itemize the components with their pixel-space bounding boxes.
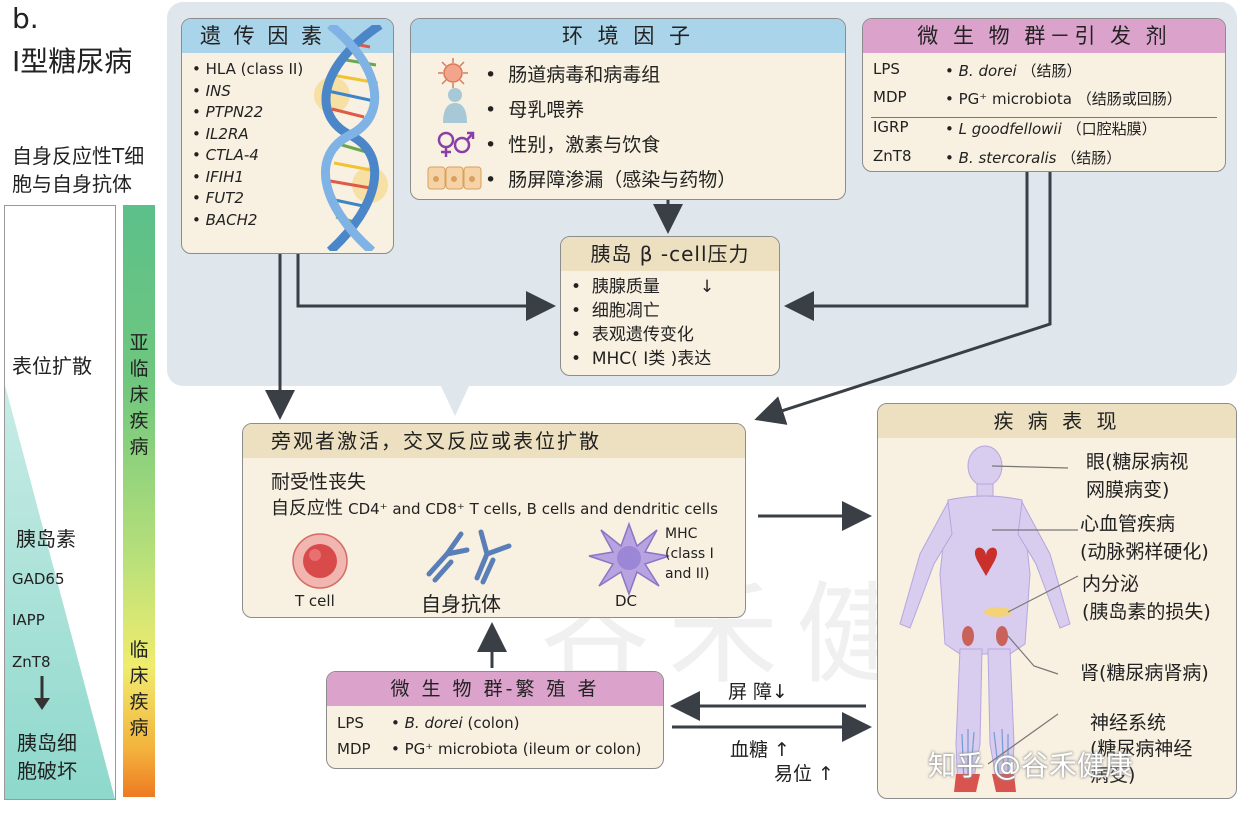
bystander-title: 旁观者激活，交叉反应或表位扩散: [243, 424, 745, 458]
subclinical-char: 床: [129, 384, 149, 406]
beta-cell-stress-title: 胰岛 β -cell压力: [561, 237, 779, 271]
zhihu-watermark: 知乎 @谷禾健康: [928, 749, 1133, 782]
kidney-complication: 肾(糖尿病肾病): [1080, 662, 1209, 684]
microbiota-colonize-box: 微 生 物 群-繁 殖 者 LPS • B. dorei (colon) MDP…: [326, 671, 664, 769]
trigger-organism: • L goodfellowii （口腔粘膜）: [945, 120, 1157, 138]
trigger-abbr: LPS: [873, 60, 900, 78]
barrier-label: 屏 障↓: [728, 681, 788, 703]
bystander-activation-box: 旁观者激活，交叉反应或表位扩散 耐受性丧失 自反应性 CD4⁺ and CD8⁺…: [242, 423, 746, 618]
gene-item: • PTPN22: [192, 103, 264, 121]
microbiota-trigger-title: 微 生 物 群－引 发 剂: [863, 19, 1225, 53]
marker-znt8: ZnT8: [12, 653, 51, 671]
environment-item: • 肠道病毒和病毒组: [485, 64, 661, 86]
dendritic-cell-icon: [588, 521, 670, 596]
disease-manifestation-box: 疾 病 表 现 眼(糖尿病视网膜病变): [877, 403, 1237, 799]
beta-stress-list: • 胰腺质量↓ • 细胞凋亡 • 表观遗传变化 • MHC( I类 )表达: [571, 275, 714, 371]
divider: [871, 117, 1217, 118]
trigger-abbr: ZnT8: [873, 147, 912, 165]
beta-stress-item: • 表观遗传变化: [571, 325, 694, 345]
left-header-line1: 自身反应性T细: [12, 144, 145, 168]
beta-stress-item: • 细胞凋亡: [571, 301, 660, 321]
dna-helix-icon: [314, 25, 388, 251]
microbiota-colonize-title: 微 生 物 群-繁 殖 者: [327, 672, 663, 706]
epitope-spread-triangle: [4, 205, 116, 800]
trigger-organism: • B. dorei （结肠）: [945, 62, 1082, 80]
environment-box: 环 境 因 子 • 肠道病毒和病毒组 • 母乳喂养 • 性别，激素与饮食 • 肠…: [410, 18, 846, 200]
beta-stress-item: • 胰腺质量↓: [571, 277, 715, 297]
colonize-organism: • B. dorei (colon): [391, 714, 520, 732]
gene-item: • BACH2: [192, 210, 258, 229]
clinical-char: 床: [129, 665, 149, 687]
gene-item: • IL2RA: [192, 124, 249, 143]
marker-insulin: 胰岛素: [16, 527, 76, 551]
subclinical-char: 疾: [129, 410, 149, 432]
colonize-abbr: LPS: [337, 714, 364, 732]
tolerance-loss: 耐受性丧失: [271, 471, 367, 493]
colonize-organism: • PG⁺ microbiota (ileum or colon): [391, 740, 642, 758]
marker-iapp: IAPP: [12, 611, 45, 629]
subclinical-char: 亚: [129, 332, 149, 354]
epitope-spread-label: 表位扩散: [12, 354, 92, 378]
figure-label: b.: [12, 2, 39, 35]
nerve-complication: 神经系统(糖尿病神经病变): [1090, 712, 1193, 786]
human-body-icon: [899, 445, 1071, 792]
environment-item: • 性别，激素与饮食: [485, 134, 661, 156]
clinical-char: 临: [129, 639, 149, 661]
gene-item: • IFIH1: [192, 167, 244, 186]
beta-cell-stress-box: 胰岛 β -cell压力 • 胰腺质量↓ • 细胞凋亡 • 表观遗传变化 • M…: [560, 236, 780, 376]
glucose-label: 血糖 ↑: [730, 739, 790, 761]
microbiota-trigger-box: 微 生 物 群－引 发 剂 LPS • B. dorei （结肠） MDP • …: [862, 18, 1226, 172]
intestinal-cells-icon: [427, 166, 482, 190]
antibody-label: 自身抗体: [421, 592, 501, 616]
virus-icon: [438, 58, 468, 88]
t-cell-label: T cell: [295, 592, 335, 610]
dc-label: DC: [615, 592, 638, 610]
environment-item: • 母乳喂养: [485, 99, 585, 121]
gene-item: • CTLA-4: [192, 146, 259, 164]
arrow-trigger-to-beta: [784, 172, 1029, 321]
disease-progression-bar: [123, 205, 155, 797]
cardiovascular-complication: 心血管疾病(动脉粥样硬化): [1080, 513, 1209, 563]
arrow-trigger-to-bystander: [754, 172, 1052, 425]
environment-item: • 肠屏障渗漏（感染与药物）: [485, 169, 737, 191]
gender-symbol-icon: [437, 131, 475, 157]
colonize-abbr: MDP: [337, 740, 371, 758]
left-header-line2: 胞与自身抗体: [12, 172, 132, 196]
subclinical-label: 亚 临 床 疾 病: [123, 330, 155, 460]
beta-destruction-line2: 胞破坏: [17, 759, 77, 783]
eye-complication: 眼(糖尿病视网膜病变): [1086, 451, 1189, 501]
antibody-icon: [426, 529, 512, 585]
translocation-label: 易位 ↑: [774, 763, 834, 785]
trigger-organism: • PG⁺ microbiota （结肠或回肠）: [945, 90, 1182, 108]
beta-stress-item: • MHC( I类 )表达: [571, 349, 712, 369]
t-cell-icon: [292, 533, 348, 589]
marker-gad65: GAD65: [12, 570, 65, 588]
endocrine-complication: 内分泌(胰岛素的损失): [1082, 573, 1211, 623]
gene-item: • FUT2: [192, 189, 244, 207]
trigger-abbr: IGRP: [873, 118, 909, 136]
subclinical-char: 临: [129, 358, 149, 380]
autoreactive-cells: 自反应性 CD4⁺ and CD8⁺ T cells, B cells and …: [271, 498, 718, 519]
disease-title: 疾 病 表 现: [878, 404, 1236, 438]
trigger-abbr: MDP: [873, 88, 907, 106]
down-arrow-icon: [34, 676, 50, 710]
clinical-char: 病: [129, 717, 149, 739]
gene-list: • HLA (class II) • INS • PTPN22 • IL2RA …: [192, 59, 303, 231]
gene-item: • HLA (class II): [192, 60, 304, 78]
arrow-genetic-to-beta: [296, 254, 556, 321]
gene-item: • INS: [192, 81, 231, 100]
clinical-char: 疾: [129, 691, 149, 713]
trigger-organism: • B. stercoralis （结肠）: [945, 149, 1122, 167]
leader-lines: [987, 465, 1079, 765]
environment-title: 环 境 因 子: [411, 19, 845, 53]
panel-pointer: [440, 384, 470, 416]
clinical-label: 临 床 疾 病: [123, 637, 155, 741]
infant-icon: [443, 88, 467, 123]
figure-title: I型糖尿病: [12, 45, 133, 78]
mhc-label: MHC (class I and II): [665, 526, 714, 582]
subclinical-char: 病: [129, 436, 149, 458]
genetic-factors-box: 遗 传 因 素 • HLA (class II) • INS • PTPN22 …: [181, 18, 394, 254]
beta-destruction-line1: 胰岛细: [17, 731, 77, 755]
